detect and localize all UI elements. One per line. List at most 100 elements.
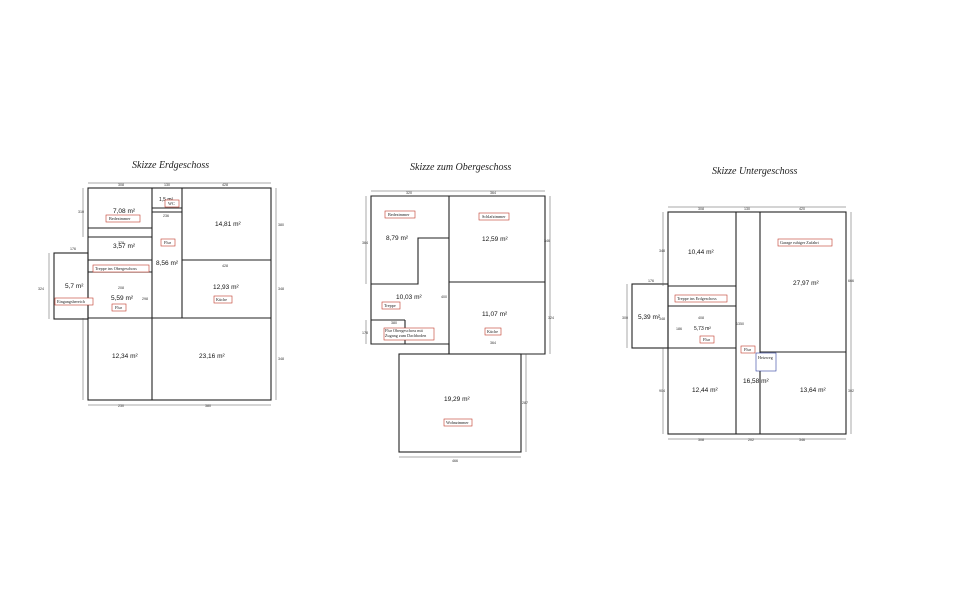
room-label-box <box>478 212 510 221</box>
room-label: Treppe ins Obergeschoss <box>95 266 137 271</box>
room-area: 3,57 m² <box>113 243 136 250</box>
dimension-label: 666 <box>848 279 854 283</box>
room-label: Schlafzimmer <box>482 214 506 219</box>
dimension-label: 348 <box>278 287 284 291</box>
room-label-box <box>213 295 233 304</box>
dimension-label: 236 <box>163 214 169 218</box>
room-area: 23,16 m² <box>199 353 225 360</box>
dimension-label: 202 <box>748 438 754 442</box>
plan-title-ground-floor: Skizze Erdgeschoss <box>132 160 209 171</box>
dimension-label: 302 <box>848 389 854 393</box>
dimension-label: 378 <box>118 241 124 245</box>
room-label-box <box>164 199 180 208</box>
room-label: Bedezimmer <box>388 212 410 217</box>
room-label: Eingangsbereich <box>57 299 86 304</box>
dimension-label: 300 <box>622 316 628 320</box>
room-area: 5,73 m² <box>694 326 711 332</box>
dimension-label: 408 <box>698 316 704 320</box>
annex-wall <box>631 283 669 349</box>
room-label: Treppe <box>384 303 396 308</box>
dimension-label: 904 <box>659 389 665 393</box>
room-label-box <box>699 335 715 344</box>
dimension-label: 348 <box>659 249 665 253</box>
room-label: Küche <box>487 329 498 334</box>
room-area: 13,64 m² <box>800 387 826 394</box>
dimension-label: 176 <box>648 279 654 283</box>
wall <box>371 237 449 285</box>
room-area: 14,81 m² <box>215 221 241 228</box>
room-area: 8,79 m² <box>386 235 409 242</box>
dimension-label: 176 <box>70 247 76 251</box>
dimension-label: 364 <box>490 191 496 195</box>
dimension-label: 348 <box>278 357 284 361</box>
room-label-box <box>92 264 150 273</box>
room-area: 12,44 m² <box>692 387 718 394</box>
room-label: WC <box>168 201 175 206</box>
room-label: Küche <box>216 297 227 302</box>
room-label: Flur Obergeschoss mit Zugang zum Dachbod… <box>385 328 427 338</box>
room-label: Flur <box>703 337 711 342</box>
room-label-box <box>384 210 416 219</box>
room-label: Flur <box>115 305 123 310</box>
dimension-label: 298 <box>142 297 148 301</box>
dimension-label: 320 <box>406 191 412 195</box>
room-label-box <box>755 352 777 372</box>
dimension-label: 230 <box>118 404 124 408</box>
room-label: Flur <box>164 240 172 245</box>
room-label: Wohnzimmer <box>446 420 469 425</box>
dimension-label: 380 <box>391 321 397 325</box>
dimension-label: 324 <box>548 316 554 320</box>
dimension-label: 324 <box>38 287 44 291</box>
plan-title-basement: Skizze Untergeschoss <box>712 166 798 177</box>
room-area: 12,34 m² <box>112 353 138 360</box>
room-label: Garage ruhiger Zufahrt <box>780 240 820 245</box>
dimension-label: 346 <box>799 438 805 442</box>
room-area: 12,59 m² <box>482 236 508 243</box>
entrance-annex-wall <box>53 252 89 320</box>
room-area: 12,93 m² <box>213 284 239 291</box>
dimension-label: 428 <box>222 264 228 268</box>
dimension-label: 310 <box>78 210 84 214</box>
room-label-box <box>443 418 473 427</box>
room-label-box <box>160 238 176 247</box>
dimension-label: 308 <box>118 183 124 187</box>
room-label-wrap: Flur Obergeschoss mit Zugang zum Dachbod… <box>385 328 427 338</box>
dimension-label: 287 <box>522 401 528 405</box>
room-label-box <box>105 214 141 223</box>
room-label-box <box>383 327 435 341</box>
dimension-label: 428 <box>222 183 228 187</box>
dimension-label: 308 <box>698 207 704 211</box>
room-label-box <box>111 303 127 312</box>
dimension-label: 130 <box>744 207 750 211</box>
room-label: Bedezimmer <box>109 216 131 221</box>
dimension-label: 400 <box>441 295 447 299</box>
dimension-label: 420 <box>799 207 805 211</box>
dimension-label: 1350 <box>736 322 744 326</box>
room-area: 10,44 m² <box>688 249 714 256</box>
dimension-label: 178 <box>362 331 368 335</box>
room-area: 16,58 m² <box>743 378 769 385</box>
room-area: 27,97 m² <box>793 280 819 287</box>
room-label: Heizweg <box>758 355 774 360</box>
dimension-label: 186 <box>676 327 682 331</box>
room-label-box <box>674 294 728 303</box>
room-area: 5,59 m² <box>111 295 134 302</box>
room-area: 5,39 m² <box>638 314 661 321</box>
floor-plan-ground-floor: Skizze Erdgeschoss 308 130 428 378 236 2… <box>38 160 284 408</box>
floor-plan-upper-floor: Skizze zum Obergeschoss 320 364 364 346 … <box>362 162 554 463</box>
room-label-box <box>740 345 756 354</box>
living-room-wall <box>398 353 522 453</box>
room-area: 10,03 m² <box>396 294 422 301</box>
room-area: 7,08 m² <box>113 208 136 215</box>
room-label-box <box>381 301 401 310</box>
room-label: Flur <box>744 347 752 352</box>
dimension-label: 346 <box>544 239 550 243</box>
room-label-box <box>54 297 94 306</box>
dimension-label: 466 <box>452 459 458 463</box>
room-area: 8,56 m² <box>156 260 179 267</box>
room-label: Treppe ins Erdgeschoss <box>677 296 717 301</box>
room-area: 11,07 m² <box>482 311 508 318</box>
dimension-label: 380 <box>205 404 211 408</box>
dimension-label: 208 <box>118 286 124 290</box>
